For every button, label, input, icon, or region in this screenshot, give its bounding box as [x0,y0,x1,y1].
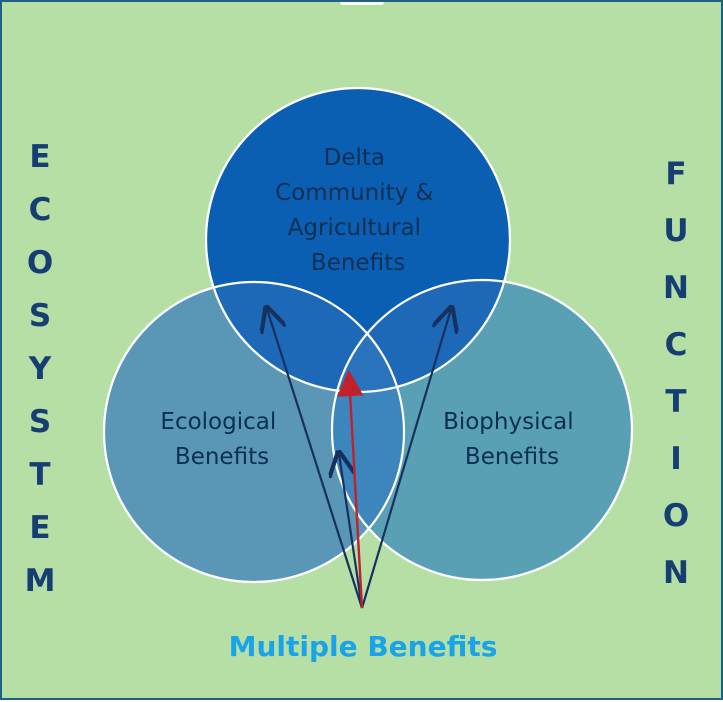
right-letter-3: N [663,270,689,306]
right-letter-5: T [665,384,686,420]
multiple-benefits-label: Multiple Benefits [229,630,498,663]
left-letter-7: T [29,457,50,493]
left-circle-line-1: Ecological [160,409,276,435]
arrow-to-center-lower [339,454,364,609]
left-circle-line-2: Benefits [175,444,269,470]
circle-right-outline [330,278,634,582]
left-letter-3: O [27,245,53,281]
top-circle-line-3: Agricultural [288,215,421,241]
left-letter-5: Y [28,351,52,387]
right-letter-2: U [663,213,688,249]
left-letter-8: E [29,510,50,546]
left-letter-1: E [29,139,50,175]
right-letter-1: F [665,156,686,192]
circle-left-outline [102,280,406,584]
top-circle-line-4: Benefits [311,250,405,276]
benefit-arrows [267,309,451,609]
left-letter-6: S [29,404,51,440]
right-letter-8: N [663,555,689,591]
arrow-to-center-highlight [336,369,364,609]
arrow-to-top-right [360,309,451,609]
top-circle-line-1: Delta [324,145,385,171]
left-letter-9: M [25,563,56,599]
arrow-to-top-left [267,309,364,609]
left-letter-4: S [29,298,51,334]
left-letter-2: C [29,192,52,228]
top-notch [340,2,384,5]
right-letter-4: C [665,327,688,363]
right-circle-line-2: Benefits [465,444,559,470]
right-letter-7: O [663,498,689,534]
top-circle-line-2: Community & [275,180,433,206]
right-circle-label: Biophysical Benefits [443,409,581,470]
left-side-word: E C O S Y S T E M [25,139,56,599]
left-circle-label: Ecological Benefits [160,409,283,470]
right-letter-6: I [670,441,682,477]
top-circle-label: Delta Community & Agricultural Benefits [275,145,441,276]
overlap-top-regions [206,280,510,392]
right-side-word: F U N C T I O N [663,156,689,591]
right-circle-line-1: Biophysical [443,409,574,435]
